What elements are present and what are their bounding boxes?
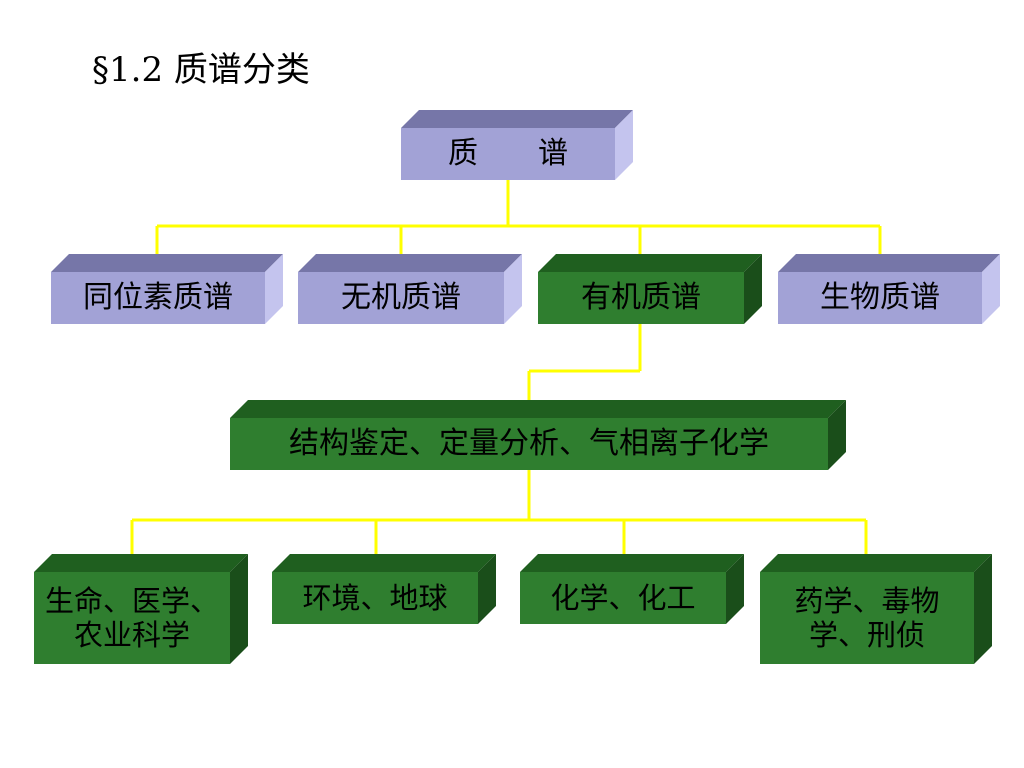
level3-chemistry-box: 化学、化工 bbox=[520, 554, 744, 624]
level3-pharmacy-label: 药学、毒物学、刑侦 bbox=[760, 572, 974, 664]
level1-bio-box: 生物质谱 bbox=[778, 254, 1000, 324]
level1-organic-label: 有机质谱 bbox=[538, 272, 744, 324]
page-title: §1.2 质谱分类 bbox=[92, 50, 310, 90]
applications-label: 结构鉴定、定量分析、气相离子化学 bbox=[230, 418, 828, 470]
level1-bio-label: 生物质谱 bbox=[778, 272, 982, 324]
level3-life-box: 生命、医学、农业科学 bbox=[34, 554, 248, 664]
level3-life-label: 生命、医学、农业科学 bbox=[34, 572, 230, 664]
root-label: 质 谱 bbox=[401, 128, 615, 180]
level3-environment-box: 环境、地球 bbox=[272, 554, 496, 624]
level1-inorganic-label: 无机质谱 bbox=[298, 272, 504, 324]
applications-box: 结构鉴定、定量分析、气相离子化学 bbox=[230, 400, 846, 470]
level1-inorganic-box: 无机质谱 bbox=[298, 254, 522, 324]
level3-pharmacy-box: 药学、毒物学、刑侦 bbox=[760, 554, 992, 664]
level3-environment-label: 环境、地球 bbox=[272, 572, 478, 624]
level3-chemistry-label: 化学、化工 bbox=[520, 572, 726, 624]
level1-isotope-label: 同位素质谱 bbox=[51, 272, 265, 324]
level1-organic-box: 有机质谱 bbox=[538, 254, 762, 324]
root-box: 质 谱 bbox=[401, 110, 633, 180]
level1-isotope-box: 同位素质谱 bbox=[51, 254, 283, 324]
